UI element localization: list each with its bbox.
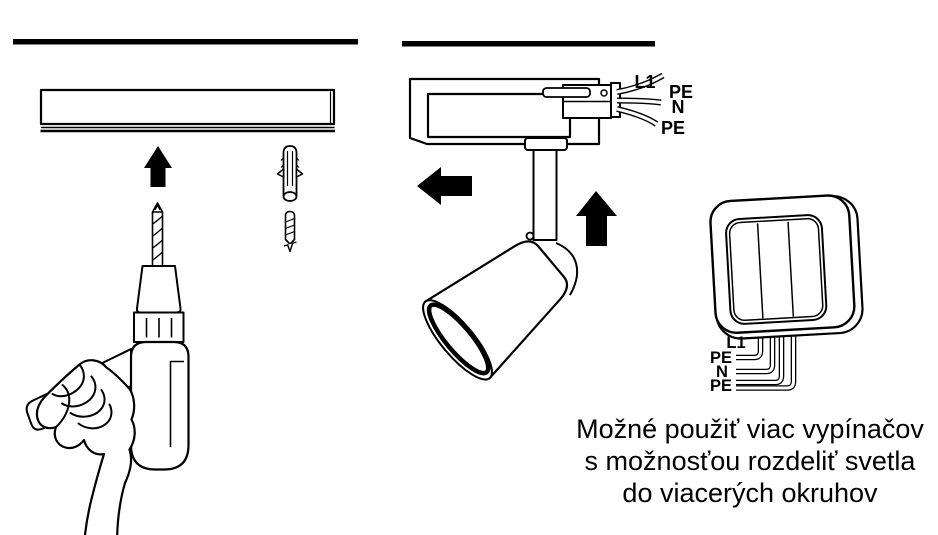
ceiling-line-left [13, 39, 358, 45]
switch-wire-labels: L1 PE N PE [710, 334, 746, 395]
switch-wires [736, 321, 797, 391]
spotlight-lens-ring [426, 302, 491, 376]
switch-rocker-dividers [756, 221, 795, 319]
adapter-wire-labels: L1 PE N PE [634, 72, 693, 138]
adapter-wires [616, 72, 665, 127]
caption-line-1: Možné použiť viac vypínačov [576, 414, 924, 444]
track-adapter [542, 82, 621, 119]
mounting-rail [39, 88, 336, 133]
switch-label-pe-top: PE [710, 349, 732, 367]
drill-bit-icon [151, 202, 164, 266]
wire-label-n: N [672, 97, 685, 117]
switch-label-l1: L1 [726, 334, 745, 352]
adapter-latch [542, 87, 591, 98]
caption-line-3: do viacerých okruhov [622, 478, 878, 508]
spotlight-head [422, 240, 569, 381]
spotlight [422, 137, 579, 381]
ceiling-line-middle [402, 41, 655, 47]
wire-label-l1: L1 [634, 72, 655, 92]
wall-switch [709, 194, 864, 340]
switch-label-n: N [716, 363, 728, 381]
caption: Možné použiť viac vypínačov s možnosťou … [576, 414, 924, 508]
arrow-left-icon [417, 167, 472, 205]
adapter-screw [600, 89, 608, 97]
panel-track-light: L1 PE N PE [402, 41, 693, 381]
switch-opening [725, 214, 828, 325]
spotlight-stem [532, 149, 558, 241]
wall-plug-icon [276, 145, 304, 202]
arrow-up-icon-middle [576, 191, 617, 246]
stem-joint [525, 231, 535, 241]
switch-rocker-panel [728, 217, 824, 322]
wire-label-pe-top: PE [669, 82, 693, 102]
stem-collar [524, 137, 568, 151]
drill-chuck [135, 265, 182, 314]
switch-label-pe-bottom: PE [710, 377, 732, 395]
panel-drilling [13, 39, 358, 535]
wire-label-pe-bottom: PE [661, 118, 685, 138]
spotlight-yoke [555, 242, 579, 296]
arrow-up-icon-left [144, 146, 172, 187]
panel-switch: L1 PE N PE Možné použiť viac vypínačov s… [576, 194, 924, 508]
caption-line-2: s možnosťou rozdeliť svetla [585, 446, 917, 476]
drill-body [129, 340, 190, 471]
screw-icon [283, 210, 297, 253]
hand-icon [35, 359, 136, 535]
